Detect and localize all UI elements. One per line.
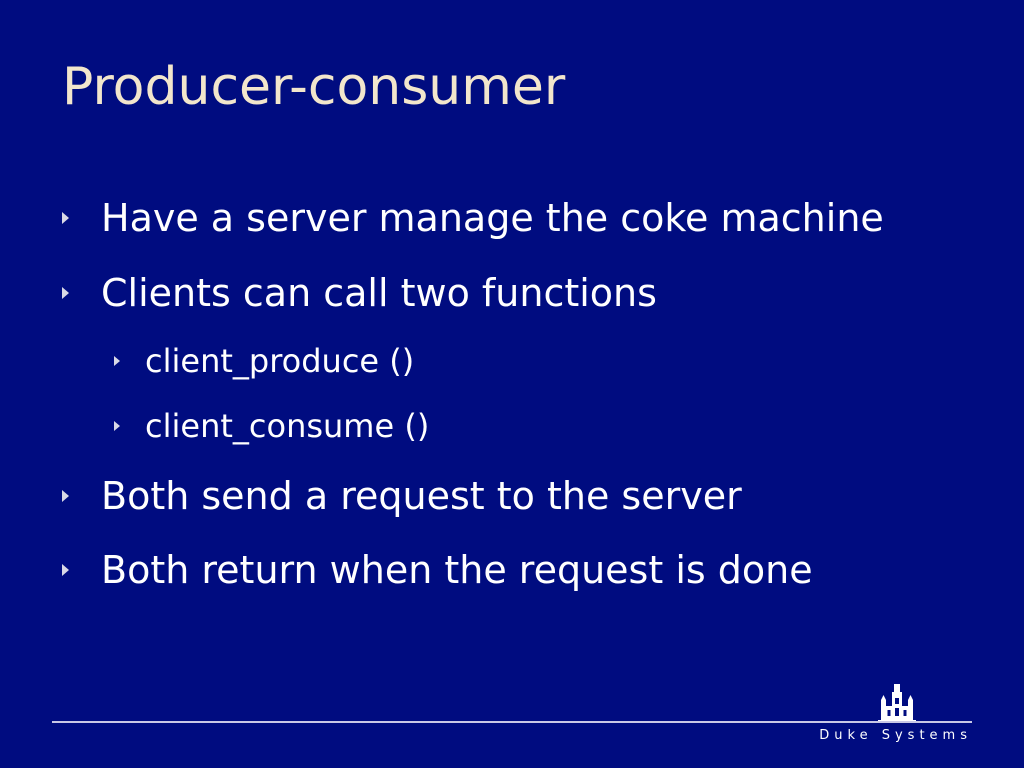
bullet-text: Clients can call two functions [101,271,657,315]
bullet-marker-icon [62,490,69,502]
bullet-text: Have a server manage the coke machine [101,196,884,240]
bullet-item: Have a server manage the coke machine [62,193,884,243]
bullet-text: Both return when the request is done [101,548,813,592]
bullet-item: Both send a request to the server [62,471,742,521]
bullet-marker-icon [114,421,120,431]
footer-divider [52,721,972,723]
bullet-text: client_produce () [145,342,415,380]
bullet-text: Both send a request to the server [101,474,742,518]
bullet-text: client_consume () [145,407,430,445]
bullet-marker-icon [62,212,69,224]
bullet-item: Both return when the request is done [62,545,813,595]
bullet-marker-icon [114,356,120,366]
duke-chapel-icon [878,684,916,722]
bullet-item: Clients can call two functions [62,268,657,318]
slide-title: Producer-consumer [62,57,566,117]
bullet-marker-icon [62,564,69,576]
sub-bullet-item: client_consume () [114,404,429,448]
sub-bullet-item: client_produce () [114,339,414,383]
bullet-marker-icon [62,287,69,299]
footer-brand: Duke Systems [819,728,972,743]
